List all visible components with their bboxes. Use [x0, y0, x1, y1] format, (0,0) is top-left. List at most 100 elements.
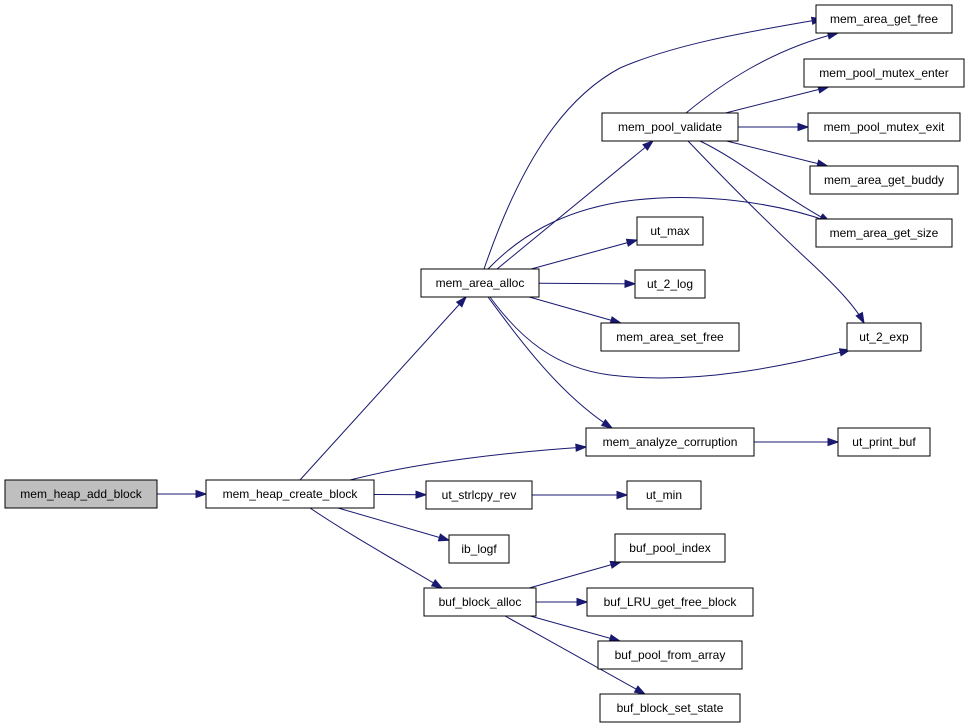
arrow-head-icon: [430, 579, 444, 589]
edge-mem_heap_create_block-to-mem_analyze_corruption: [349, 443, 588, 481]
node-label: mem_area_get_buddy: [824, 173, 944, 187]
node-box[interactable]: [586, 587, 754, 617]
node-box[interactable]: [585, 427, 755, 457]
node-label: mem_heap_create_block: [223, 487, 359, 501]
node-label: ut_2_exp: [859, 330, 909, 344]
node-mem_heap_create_block[interactable]: mem_heap_create_block: [205, 479, 375, 509]
edge-mem_pool_validate-to-mem_pool_mutex_exit: [738, 122, 810, 132]
node-box[interactable]: [809, 165, 959, 195]
edge-mem_heap_create_block-to-mem_area_alloc: [299, 295, 468, 481]
node-mem_pool_mutex_enter[interactable]: mem_pool_mutex_enter: [803, 58, 965, 88]
edge-line: [685, 32, 839, 114]
edge-line: [531, 239, 638, 270]
node-label: mem_area_get_size: [830, 226, 939, 240]
node-box[interactable]: [807, 112, 961, 142]
edge-line: [299, 296, 467, 481]
node-box[interactable]: [626, 480, 702, 510]
edge-line: [487, 197, 831, 270]
edge-mem_heap_create_block-to-ut_strlcpy_rev: [373, 490, 428, 499]
node-box[interactable]: [423, 587, 537, 617]
edge-buf_block_alloc-to-buf_LRU_get_free_block: [536, 597, 589, 607]
edge-line: [726, 140, 828, 167]
node-ut_strlcpy_rev[interactable]: ut_strlcpy_rev: [425, 480, 533, 510]
edge-line: [699, 140, 831, 223]
node-ib_logf[interactable]: ib_logf: [448, 534, 510, 564]
node-label: ut_min: [646, 488, 682, 502]
node-mem_pool_mutex_exit[interactable]: mem_pool_mutex_exit: [807, 112, 961, 142]
node-ut_min[interactable]: ut_min: [626, 480, 702, 510]
node-box[interactable]: [600, 322, 740, 352]
node-box[interactable]: [846, 322, 922, 352]
node-mem_pool_validate[interactable]: mem_pool_validate: [601, 112, 739, 142]
call-edges: [157, 16, 865, 695]
edge-mem_pool_validate-to-ut_2_exp: [687, 140, 865, 325]
node-buf_block_alloc[interactable]: buf_block_alloc: [423, 587, 537, 617]
arrow-head-icon: [415, 490, 428, 499]
node-label: ut_print_buf: [852, 435, 916, 449]
node-box[interactable]: [601, 112, 739, 142]
node-buf_pool_index[interactable]: buf_pool_index: [614, 533, 726, 563]
edge-line: [529, 561, 621, 589]
node-box[interactable]: [205, 479, 375, 509]
node-label: mem_area_get_free: [830, 12, 938, 26]
edge-mem_pool_validate-to-mem_area_get_free: [685, 31, 840, 114]
edge-line: [504, 615, 646, 695]
node-buf_pool_from_array[interactable]: buf_pool_from_array: [597, 640, 743, 670]
node-box[interactable]: [597, 640, 743, 670]
node-buf_block_set_state[interactable]: buf_block_set_state: [599, 693, 741, 723]
edge-line: [725, 86, 829, 114]
arrow-head-icon: [827, 437, 840, 447]
node-box[interactable]: [448, 534, 510, 564]
edge-line: [349, 446, 587, 481]
arrow-head-icon: [575, 443, 588, 452]
node-mem_analyze_corruption[interactable]: mem_analyze_corruption: [585, 427, 755, 457]
edge-line: [483, 18, 823, 270]
edge-line: [487, 296, 613, 429]
node-mem_area_get_buddy[interactable]: mem_area_get_buddy: [809, 165, 959, 195]
node-label: mem_area_alloc: [436, 276, 525, 290]
node-box[interactable]: [614, 533, 726, 563]
node-label: mem_area_set_free: [616, 330, 724, 344]
node-box[interactable]: [636, 216, 704, 246]
edge-line: [496, 140, 654, 270]
arrow-head-icon: [616, 490, 629, 500]
arrow-head-icon: [576, 597, 589, 607]
node-label: ut_max: [650, 224, 689, 238]
node-box[interactable]: [634, 269, 706, 299]
edge-mem_heap_create_block-to-ib_logf: [337, 507, 451, 542]
node-box[interactable]: [837, 427, 931, 457]
arrow-head-icon: [797, 122, 810, 132]
node-ut_2_log[interactable]: ut_2_log: [634, 269, 706, 299]
arrow-head-icon: [437, 533, 451, 542]
node-mem_area_set_free[interactable]: mem_area_set_free: [600, 322, 740, 352]
node-label: mem_analyze_corruption: [603, 435, 738, 449]
node-mem_area_get_free[interactable]: mem_area_get_free: [815, 4, 953, 34]
node-label: ut_strlcpy_rev: [442, 488, 517, 502]
node-mem_area_get_size[interactable]: mem_area_get_size: [815, 218, 953, 248]
node-mem_area_alloc[interactable]: mem_area_alloc: [420, 268, 540, 298]
node-ut_2_exp[interactable]: ut_2_exp: [846, 322, 922, 352]
edge-buf_block_alloc-to-buf_block_set_state: [504, 615, 647, 695]
edge-mem_area_alloc-to-mem_area_set_free: [529, 296, 623, 325]
node-box[interactable]: [425, 480, 533, 510]
node-box[interactable]: [815, 4, 953, 34]
node-box[interactable]: [599, 693, 741, 723]
node-ut_print_buf[interactable]: ut_print_buf: [837, 427, 931, 457]
call-nodes: mem_heap_add_block mem_heap_create_block m…: [4, 4, 965, 723]
node-buf_LRU_get_free_block[interactable]: buf_LRU_get_free_block: [586, 587, 754, 617]
arrow-head-icon: [600, 418, 614, 429]
node-label: mem_pool_mutex_enter: [819, 66, 948, 80]
node-box[interactable]: [4, 479, 158, 509]
node-ut_max[interactable]: ut_max: [636, 216, 704, 246]
edge-mem_pool_validate-to-mem_area_get_buddy: [726, 140, 829, 168]
node-mem_heap_add_block[interactable]: mem_heap_add_block: [4, 479, 158, 509]
node-box[interactable]: [420, 268, 540, 298]
node-label: buf_block_alloc: [439, 595, 522, 609]
node-box[interactable]: [803, 58, 965, 88]
node-label: mem_pool_validate: [618, 120, 722, 134]
node-box[interactable]: [815, 218, 953, 248]
edge-buf_block_alloc-to-buf_pool_index: [529, 560, 623, 589]
edge-mem_area_alloc-to-ut_2_log: [538, 279, 637, 288]
node-label: ib_logf: [461, 542, 497, 556]
